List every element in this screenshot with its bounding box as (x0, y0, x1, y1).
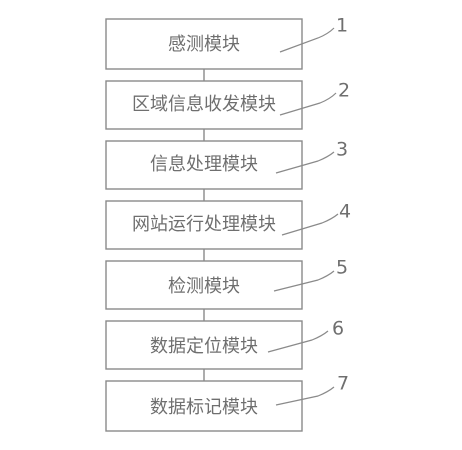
module-7: 数据标记模块 7 (105, 373, 349, 432)
module-2: 区域信息收发模块 2 (105, 80, 350, 130)
module-6: 数据定位模块 6 (105, 318, 344, 370)
module-7-label: 数据标记模块 (150, 397, 258, 418)
module-1: 感测模块 1 (105, 15, 348, 70)
module-2-box (105, 80, 303, 130)
module-1-leader (279, 27, 335, 53)
module-6-label: 数据定位模块 (150, 336, 258, 357)
module-1-box (105, 18, 303, 70)
module-2-leader (279, 92, 337, 116)
module-6-box (105, 320, 303, 370)
module-3-leader (275, 151, 335, 174)
module-5-leader (273, 270, 335, 292)
module-7-leader (275, 386, 335, 406)
module-5-box (105, 260, 303, 310)
module-1-label: 感测模块 (168, 34, 240, 55)
module-3-label: 信息处理模块 (150, 154, 258, 175)
module-5-label: 检测模块 (168, 276, 240, 297)
module-2-label: 区域信息收发模块 (132, 94, 276, 115)
module-7-box (105, 380, 303, 432)
module-2-number: 2 (338, 80, 350, 102)
module-6-leader (267, 330, 329, 353)
module-3: 信息处理模块 3 (105, 139, 348, 190)
module-4-number: 4 (339, 201, 351, 223)
module-1-number: 1 (336, 15, 348, 37)
module-5: 检测模块 5 (105, 257, 348, 310)
module-4-box (105, 200, 303, 250)
module-5-number: 5 (336, 257, 348, 279)
module-6-number: 6 (332, 318, 344, 340)
module-4: 网站运行处理模块 4 (105, 200, 351, 250)
module-7-number: 7 (337, 373, 349, 395)
module-4-label: 网站运行处理模块 (132, 214, 276, 235)
module-3-number: 3 (336, 139, 348, 161)
module-4-leader (281, 213, 339, 236)
